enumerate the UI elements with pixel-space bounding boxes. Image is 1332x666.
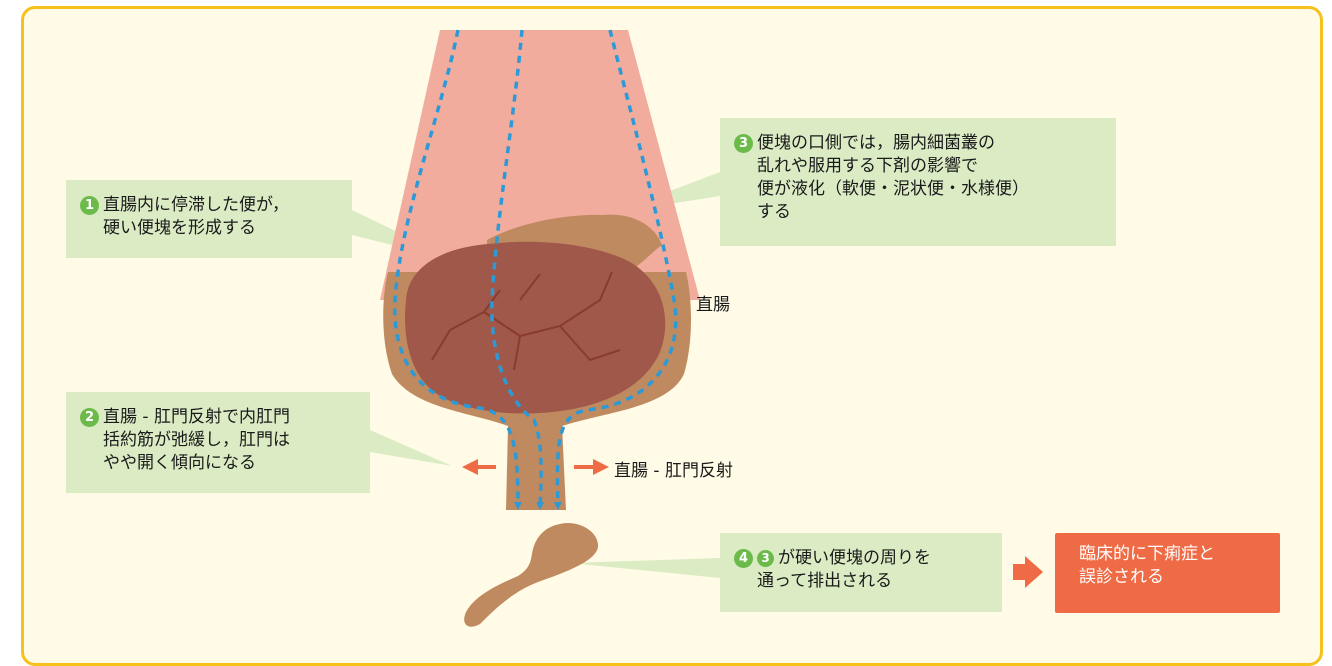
callout-1-line-1: 直腸内に停滞した便が，	[103, 195, 289, 215]
callout-4-line-1: が硬い便塊の周りを	[778, 548, 931, 568]
result-line-2: 誤診される	[1079, 566, 1280, 589]
callout-2-pointer	[370, 430, 452, 466]
callout-4-pointer	[570, 558, 720, 578]
number-badge-1: 1	[80, 196, 99, 215]
misdiagnosis-box: 臨床的に下痢症と 誤診される	[1055, 533, 1280, 613]
result-line-1: 臨床的に下痢症と	[1079, 543, 1280, 566]
callout-2-line-3: やや開く傾向になる	[80, 452, 356, 475]
reflex-label: 直腸 - 肛門反射	[614, 456, 733, 481]
callout-2-line-1: 直腸 - 肛門反射で内肛門	[103, 407, 290, 427]
stool-mass	[405, 242, 665, 414]
result-arrow	[1013, 556, 1043, 588]
reference-badge-3: 3	[757, 550, 774, 567]
number-badge-3: 3	[734, 134, 753, 153]
number-badge-2: 2	[80, 408, 99, 427]
number-badge-4: 4	[734, 549, 753, 568]
expelled-stool	[464, 523, 598, 627]
callout-3-line-1: 便塊の口側では，腸内細菌叢の	[757, 133, 995, 153]
rectum-label: 直腸	[696, 290, 730, 315]
callout-3-line-2: 乱れや服用する下剤の影響で	[734, 155, 1102, 178]
callout-4-line-2: 通って排出される	[734, 570, 988, 593]
callout-1-line-2: 硬い便塊を形成する	[80, 217, 338, 240]
callout-2-line-2: 括約筋が弛緩し，肛門は	[80, 429, 356, 452]
callout-3-line-4: する	[734, 201, 1102, 224]
callout-3-line-3: 便が液化（軟便・泥状便・水様便）	[734, 178, 1102, 201]
